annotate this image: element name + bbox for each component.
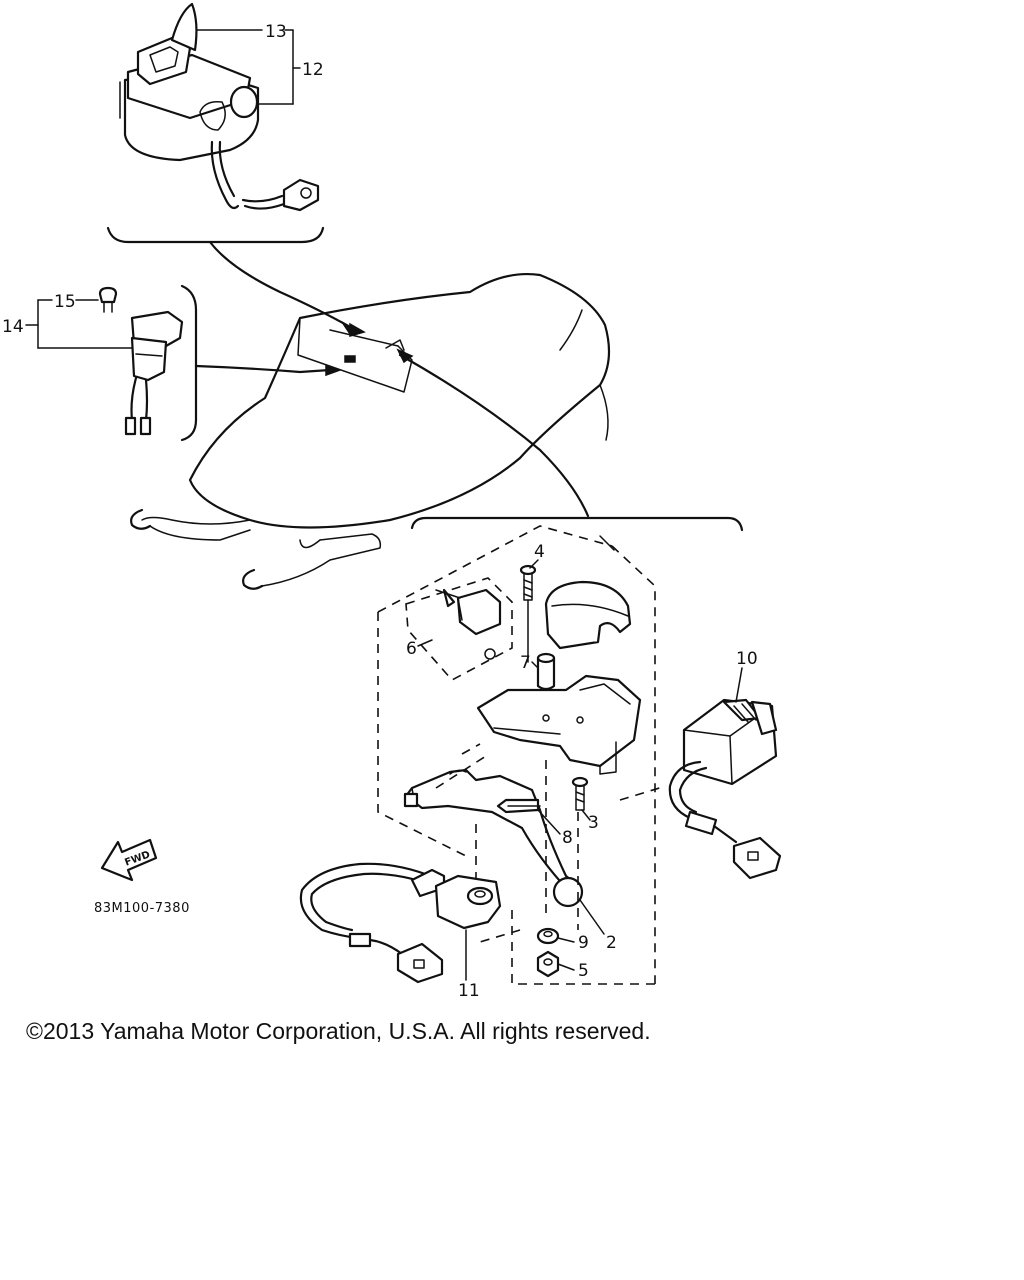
callout-3: 3 [588, 813, 599, 833]
callout-2: 2 [606, 933, 617, 953]
brake-callouts: 4 6 7 10 3 8 2 9 5 11 [406, 542, 758, 1001]
main-switch-assembly [98, 284, 343, 442]
drawing-code: 83M100-7380 [94, 901, 190, 916]
handlebar-switch-assembly [106, 2, 366, 337]
callout-11: 11 [458, 981, 480, 1001]
callout-5: 5 [578, 961, 589, 981]
parts-diagram: 13 12 15 14 [2, 2, 782, 1001]
callout-13: 13 [265, 22, 287, 42]
callout-6: 6 [406, 639, 417, 659]
callout-10: 10 [736, 649, 758, 669]
snowmobile-body [130, 273, 611, 590]
fwd-arrow: FWD [100, 838, 158, 882]
callout-9: 9 [578, 933, 589, 953]
brake-assembly [299, 516, 782, 985]
callout-12: 12 [302, 60, 324, 80]
copyright-notice: ©2013 Yamaha Motor Corporation, U.S.A. A… [26, 1018, 651, 1044]
callout-group-12-13: 13 12 [196, 22, 324, 105]
callout-7: 7 [520, 653, 531, 673]
callout-group-14-15: 15 14 [2, 292, 133, 349]
callout-14: 14 [2, 317, 24, 337]
callout-15: 15 [54, 292, 76, 312]
callout-4: 4 [534, 542, 545, 562]
callout-8: 8 [562, 828, 573, 848]
